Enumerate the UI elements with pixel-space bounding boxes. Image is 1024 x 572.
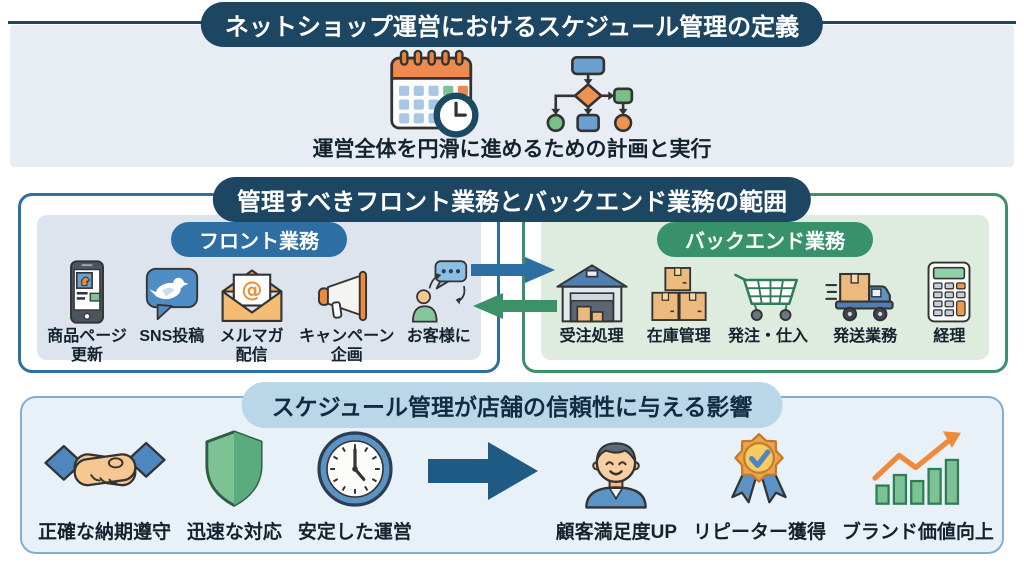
inventory-boxes-icon	[648, 262, 710, 324]
back-tasks-label: バックエンド業務	[657, 222, 873, 257]
impact-title: スケジュール管理が店舗の信頼性に与える影響	[241, 382, 783, 428]
shopping-cart-icon	[733, 262, 803, 324]
back-tasks-box: バックエンド業務	[522, 193, 1008, 373]
calculator-icon	[922, 261, 976, 324]
front-to-back-arrow	[471, 257, 555, 283]
back-items: 受注処理	[541, 261, 989, 347]
front-tasks-panel: フロント業務	[37, 215, 481, 364]
front-items: 商品ページ 更新	[37, 260, 481, 366]
impact-row: 正確な納期遵守 迅速な対応	[38, 424, 994, 546]
growth-chart-icon	[872, 426, 964, 512]
back-item-inventory: 在庫管理	[647, 262, 711, 347]
impact-cause-delivery: 正確な納期遵守	[38, 426, 171, 544]
back-item-label: 受注処理	[559, 328, 624, 345]
front-item-label: キャンペーン 企画	[299, 328, 395, 364]
definition-icons	[10, 49, 1014, 139]
customer-face-icon	[572, 426, 660, 512]
impact-arrow	[427, 442, 538, 500]
back-tasks-panel: バックエンド業務	[541, 215, 989, 360]
handshake-icon	[43, 426, 166, 512]
front-tasks-box: フロント業務	[18, 193, 500, 373]
delivery-truck-icon	[825, 262, 905, 324]
back-item-orders: 受注処理	[554, 262, 630, 347]
impact-effect-brand: ブランド価値向上	[842, 426, 994, 544]
warehouse-icon	[554, 262, 630, 324]
impact-effect-repeat: リピーター獲得	[693, 426, 826, 544]
front-item-label: メルマガ 配信	[219, 328, 284, 364]
front-item-label: 商品ページ 更新	[47, 328, 127, 364]
back-item-accounting: 経理	[922, 261, 976, 347]
definition-panel: 運営全体を円滑に進めるための計画と実行	[10, 25, 1014, 167]
impact-cause-label: 正確な納期遵守	[38, 522, 172, 543]
impact-effect-satisfaction: 顧客満足度UP	[556, 426, 677, 544]
flowchart-icon	[546, 55, 634, 133]
front-item-customer: お客様に	[406, 260, 471, 347]
back-item-purchase: 発注・仕入	[728, 262, 808, 347]
sns-bird-icon	[142, 262, 202, 324]
customer-chat-icon	[409, 260, 469, 324]
front-item-mailmag: @ メルマガ 配信	[217, 262, 287, 366]
impact-effect-label: 顧客満足度UP	[555, 522, 678, 543]
scope-title: 管理すべきフロント業務とバックエンド業務の範囲	[212, 177, 812, 222]
front-item-label: SNS投稿	[139, 328, 205, 345]
medal-icon	[722, 426, 796, 512]
back-item-shipping: 発送業務	[825, 262, 905, 347]
definition-caption: 運営全体を円滑に進めるための計画と実行	[312, 138, 712, 161]
smartphone-product-icon	[63, 260, 111, 324]
back-to-front-arrow	[473, 293, 557, 319]
impact-effect-label: リピーター獲得	[692, 522, 826, 543]
calendar-clock-icon	[390, 49, 479, 138]
impact-cause-label: 安定した運営	[297, 522, 412, 543]
back-item-label: 発注・仕入	[727, 328, 808, 345]
clock-icon	[315, 426, 395, 512]
back-item-label: 経理	[933, 328, 966, 345]
front-item-campaign: キャンペーン 企画	[299, 262, 394, 366]
front-item-label: お客様に	[406, 328, 471, 345]
shield-icon	[198, 426, 270, 512]
svg-text:@: @	[241, 278, 262, 302]
front-tasks-label: フロント業務	[171, 222, 347, 257]
front-item-sns: SNS投稿	[139, 262, 204, 347]
email-newsletter-icon: @	[217, 262, 287, 324]
back-item-label: 発送業務	[833, 328, 898, 345]
impact-cause-response: 迅速な対応	[187, 426, 282, 544]
front-item-product-page: 商品ページ 更新	[47, 260, 127, 366]
back-item-label: 在庫管理	[646, 328, 711, 345]
impact-effect-label: ブランド価値向上	[841, 522, 994, 543]
definition-title: ネットショップ運営におけるスケジュール管理の定義	[200, 2, 824, 47]
impact-cause-operation: 安定した運営	[298, 426, 412, 544]
impact-cause-label: 迅速な対応	[186, 522, 282, 543]
megaphone-icon	[315, 262, 379, 324]
